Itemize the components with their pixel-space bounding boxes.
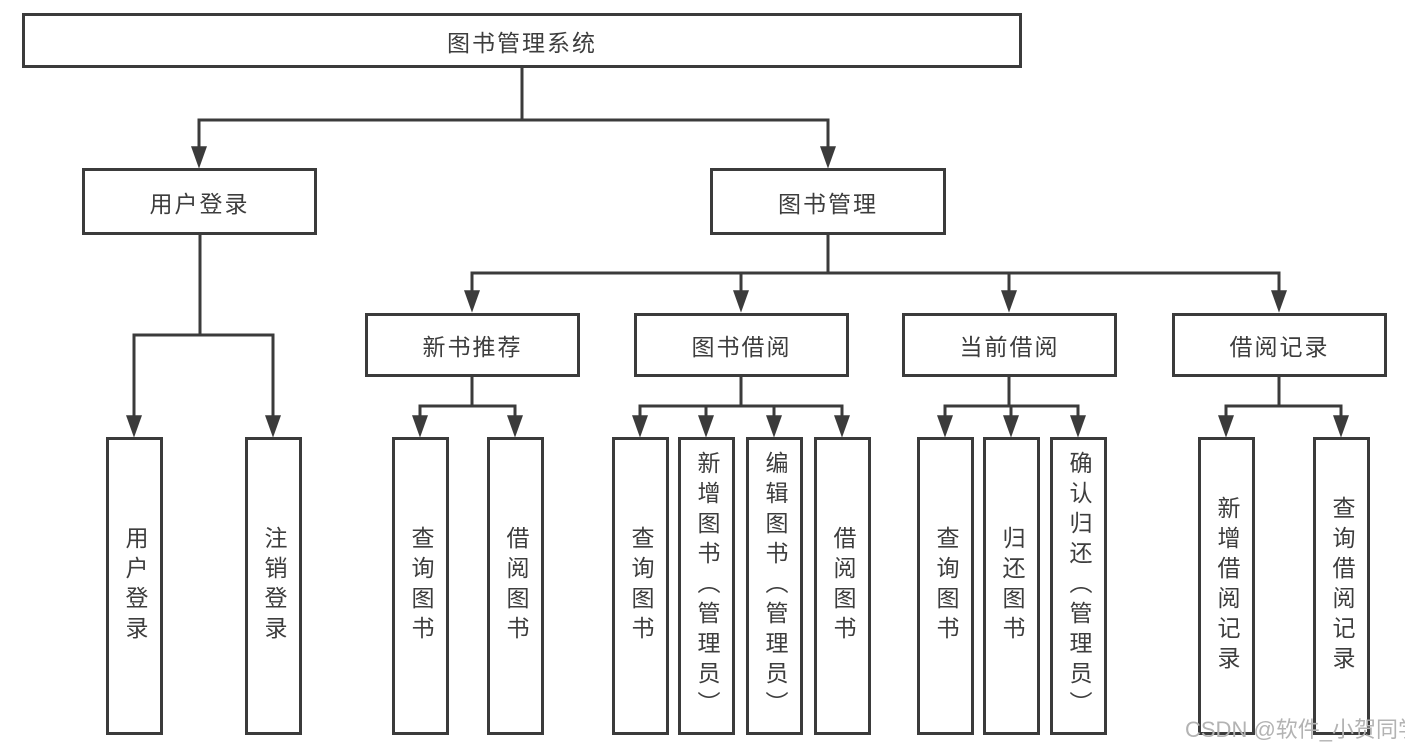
node-user-login-label: 用户登录 — [149, 190, 250, 217]
node-user-login: 用户登录 — [82, 168, 317, 235]
node-leaf-rec-query-book-label: 查询图书 — [408, 526, 434, 646]
node-book-borrow-label: 图书借阅 — [691, 334, 792, 360]
node-leaf-bor-add-book-admin-label: 新增图书（管理员） — [694, 451, 720, 721]
node-leaf-bor-edit-book-admin-label: 编辑图书（管理员） — [762, 451, 788, 721]
node-leaf-user-login-label: 用户登录 — [122, 526, 148, 646]
node-book-management: 图书管理 — [710, 168, 946, 235]
node-leaf-cur-confirm-return-admin: 确认归还（管理员） — [1050, 437, 1107, 735]
node-leaf-bor-borrow-book: 借阅图书 — [814, 437, 871, 735]
node-leaf-rec-borrow-book-label: 借阅图书 — [503, 526, 529, 646]
node-borrow-record-label: 借阅记录 — [1229, 334, 1330, 360]
node-new-book-recommend: 新书推荐 — [365, 313, 580, 377]
node-leaf-bor-query-book-label: 查询图书 — [628, 526, 654, 646]
node-current-borrow-label: 当前借阅 — [959, 334, 1060, 360]
node-current-borrow: 当前借阅 — [902, 313, 1117, 377]
node-leaf-user-login: 用户登录 — [106, 437, 163, 735]
node-leaf-bor-add-book-admin: 新增图书（管理员） — [678, 437, 735, 735]
node-book-borrow: 图书借阅 — [634, 313, 849, 377]
node-leaf-bor-query-book: 查询图书 — [612, 437, 669, 735]
node-leaf-log-add-borrow-record-label: 新增借阅记录 — [1214, 496, 1240, 676]
node-root-label: 图书管理系统 — [447, 29, 597, 56]
node-leaf-bor-edit-book-admin: 编辑图书（管理员） — [746, 437, 803, 735]
node-leaf-logout: 注销登录 — [245, 437, 302, 735]
csdn-watermark: CSDN @软件_小贺同学 — [1185, 717, 1405, 742]
node-book-management-label: 图书管理 — [778, 190, 878, 217]
node-leaf-cur-return-book-label: 归还图书 — [999, 526, 1025, 646]
node-leaf-cur-query-book-label: 查询图书 — [933, 526, 959, 646]
node-leaf-log-query-borrow-record: 查询借阅记录 — [1313, 437, 1370, 735]
node-new-book-recommend-label: 新书推荐 — [422, 334, 523, 360]
node-leaf-cur-return-book: 归还图书 — [983, 437, 1040, 735]
node-root: 图书管理系统 — [22, 13, 1022, 68]
node-leaf-cur-query-book: 查询图书 — [917, 437, 974, 735]
node-leaf-log-add-borrow-record: 新增借阅记录 — [1198, 437, 1255, 735]
node-leaf-rec-borrow-book: 借阅图书 — [487, 437, 544, 735]
node-leaf-bor-borrow-book-label: 借阅图书 — [830, 526, 856, 646]
node-leaf-cur-confirm-return-admin-label: 确认归还（管理员） — [1066, 451, 1092, 721]
node-borrow-record: 借阅记录 — [1172, 313, 1387, 377]
node-leaf-log-query-borrow-record-label: 查询借阅记录 — [1329, 496, 1355, 676]
node-leaf-logout-label: 注销登录 — [261, 526, 287, 646]
node-leaf-rec-query-book: 查询图书 — [392, 437, 449, 735]
